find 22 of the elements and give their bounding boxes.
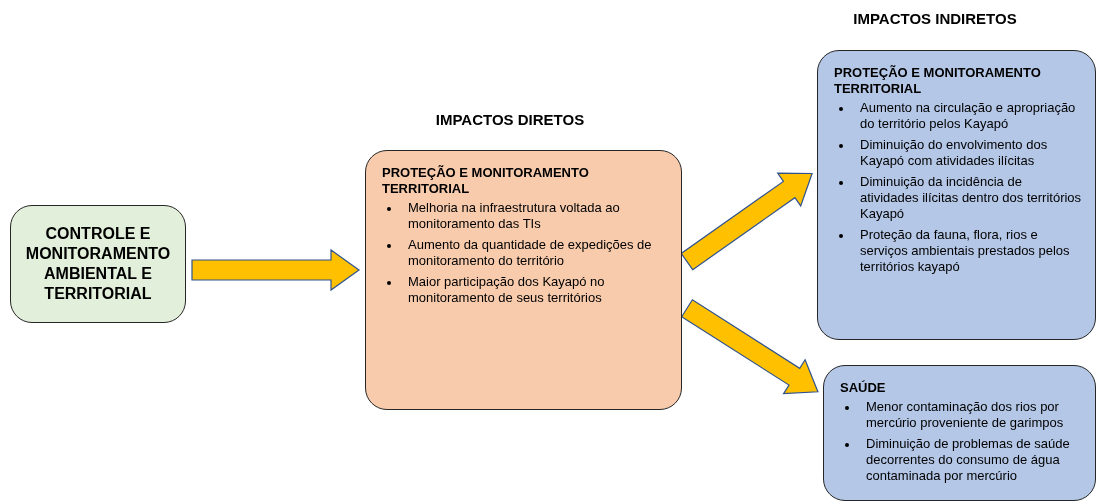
card-heading: PROTEÇÃO E MONITORAMENTO TERRITORIAL [382,165,590,197]
bullet-item: Maior participação dos Kayapó no monitoramento de seus territórios [382,274,669,306]
card-heading: SAÚDE [840,380,887,396]
bullet-item: Diminuição do envolvimento dos Kayapó com atividades ilícitas [834,137,1083,169]
bullet-item: Diminuição de problemas de saúde decorrentes do consumo de água contaminada por mercúrio [840,436,1083,484]
impact-card [365,150,682,410]
bullet-item: Aumento na circulação e apropriação do território pelos Kayapó [834,100,1083,132]
section-heading: IMPACTOS INDIRETOS [852,10,1018,27]
section-heading: IMPACTOS DIRETOS [434,111,586,128]
block-arrow [680,172,813,271]
card-heading: PROTEÇÃO E MONITORAMENTO TERRITORIAL [834,65,1042,97]
bullet-item: Aumento da quantidade de expedições de monitoramento do território [382,237,669,269]
bullet-item: Menor contaminação dos rios por mercúrio proveniente de garimpos [840,399,1083,431]
impact-card [10,205,186,323]
block-arrow [191,248,361,292]
card-title: CONTROLE E MONITORAMENTO AMBIENTAL E TERRITORIAL [24,224,172,304]
impact-card [817,50,1096,340]
bullet-item: Proteção da fauna, flora, rios e serviços ambientais prestados pelos territórios kayapó [834,227,1083,275]
bullet-item: Diminuição da incidência de atividades ilícitas dentro dos territórios Kayapó [834,174,1083,222]
impact-card [823,365,1096,501]
block-arrow [680,298,819,395]
bullet-item: Melhoria na infraestrutura voltada ao monitoramento das TIs [382,200,669,232]
